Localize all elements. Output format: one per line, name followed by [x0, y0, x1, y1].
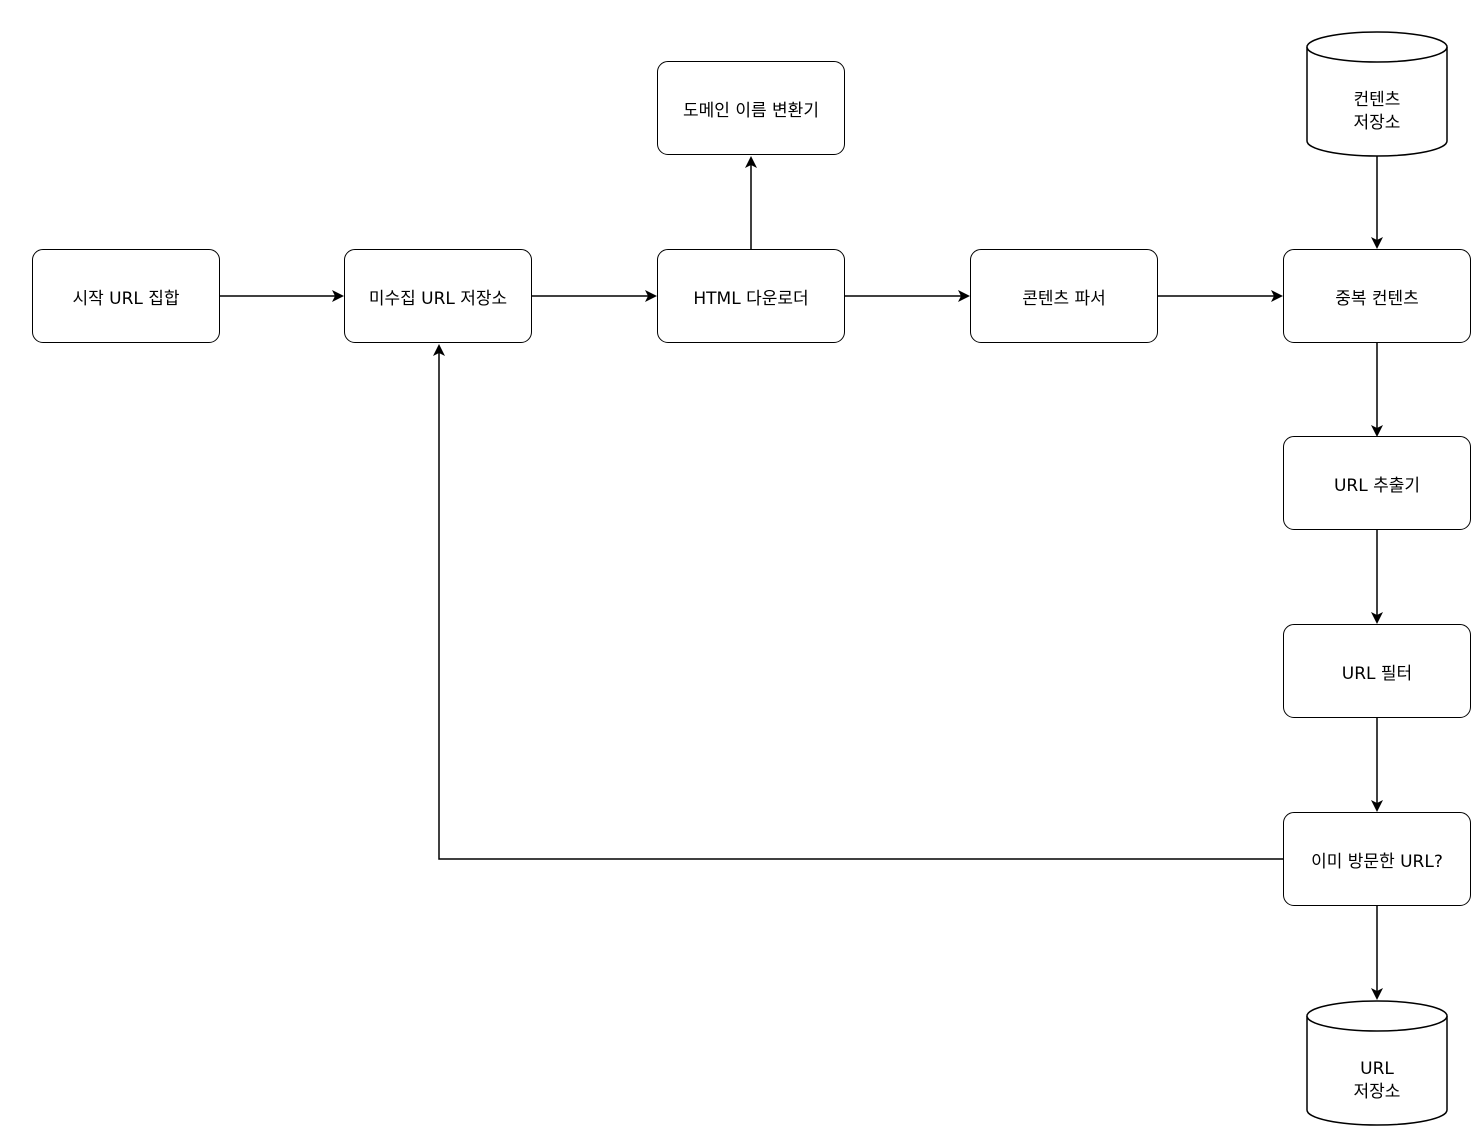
- url-frontier-node: 미수집 URL 저장소: [344, 249, 532, 343]
- url-storage-label-line2: 저장소: [1353, 1082, 1401, 1102]
- edge-url-seen-to-frontier: [433, 344, 1283, 860]
- html-downloader-node: HTML 다운로더: [657, 249, 845, 343]
- content-parser-node: 콘텐츠 파서: [970, 249, 1158, 343]
- dns-resolver-node: 도메인 이름 변환기: [657, 61, 845, 155]
- seed-urls-label: 시작 URL 집합: [72, 288, 180, 309]
- html-downloader-label: HTML 다운로더: [693, 288, 809, 309]
- url-seen-node: 이미 방문한 URL?: [1283, 812, 1471, 906]
- content-seen-label: 중복 컨텐츠: [1335, 288, 1419, 309]
- url-seen-label: 이미 방문한 URL?: [1311, 851, 1443, 872]
- url-extractor-label: URL 추출기: [1333, 475, 1421, 496]
- url-extractor-node: URL 추출기: [1283, 436, 1471, 530]
- content-storage-label: 컨텐츠 저장소: [1307, 64, 1447, 160]
- url-storage-cylinder: [1306, 1000, 1448, 1126]
- content-parser-label: 콘텐츠 파서: [1022, 288, 1106, 309]
- url-filter-label: URL 필터: [1341, 663, 1413, 684]
- content-storage-label-line1: 컨텐츠: [1353, 90, 1401, 110]
- seed-urls-node: 시작 URL 집합: [32, 249, 220, 343]
- dns-resolver-label: 도메인 이름 변환기: [683, 100, 819, 121]
- url-storage-label-line1: URL: [1360, 1059, 1394, 1079]
- url-storage-label: URL 저장소: [1307, 1033, 1447, 1129]
- content-seen-node: 중복 컨텐츠: [1283, 249, 1471, 343]
- content-storage-cylinder: [1306, 31, 1448, 157]
- content-storage-label-line2: 저장소: [1353, 113, 1401, 133]
- url-filter-node: URL 필터: [1283, 624, 1471, 718]
- url-frontier-label: 미수집 URL 저장소: [368, 288, 508, 309]
